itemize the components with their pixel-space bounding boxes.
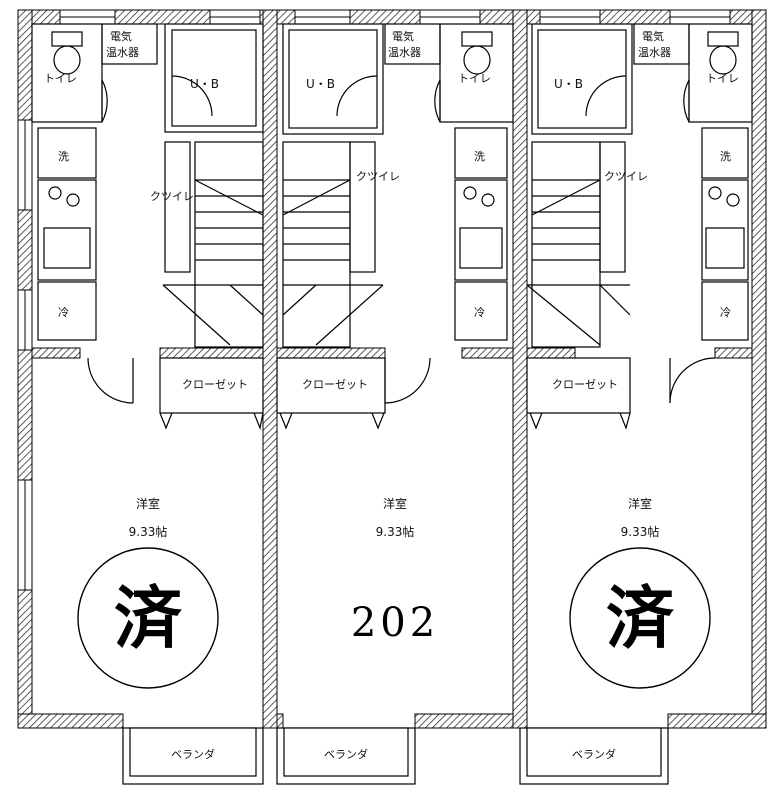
room-name: 洋室	[383, 496, 407, 511]
shoe-closet-label: クツイレ	[356, 170, 400, 183]
unit-2	[276, 23, 514, 430]
heater-label-1: 電気	[392, 29, 414, 43]
stamp-unit-1: 済	[77, 547, 219, 689]
toilet-icon	[51, 31, 83, 75]
toilet-icon	[461, 31, 493, 75]
toilet-label: トイレ	[44, 72, 77, 85]
toilet-label: トイレ	[706, 72, 739, 85]
staircase	[162, 141, 264, 348]
shoe-closet-label: クツイレ	[150, 190, 194, 203]
room-size: 9.33帖	[376, 524, 415, 539]
unit-3	[526, 23, 753, 430]
unit-number: 202	[351, 600, 439, 646]
fridge-label: 冷	[58, 306, 69, 319]
heater-label-2: 温水器	[388, 46, 421, 59]
verandas	[122, 727, 669, 785]
wash-label: 洗	[474, 150, 485, 163]
room-size: 9.33帖	[129, 524, 168, 539]
heater-label-2: 温水器	[638, 46, 671, 59]
room-name: 洋室	[136, 496, 160, 511]
wash-label: 洗	[58, 150, 69, 163]
staircase	[526, 141, 631, 348]
wash-label: 洗	[720, 150, 731, 163]
veranda-label: ベランダ	[572, 747, 616, 761]
stamp-unit-3: 済	[569, 547, 711, 689]
bath-label: U・B	[554, 77, 583, 91]
room-size: 9.33帖	[621, 524, 660, 539]
veranda-label: ベランダ	[171, 747, 215, 761]
room-name: 洋室	[628, 496, 652, 511]
closet-label: クローゼット	[182, 378, 248, 391]
stamp-text: 済	[606, 580, 675, 659]
staircase	[282, 141, 384, 348]
veranda-label: ベランダ	[324, 747, 368, 761]
fridge-label: 冷	[720, 306, 731, 319]
closet-label: クローゼット	[552, 378, 618, 391]
heater-label-2: 温水器	[106, 46, 139, 59]
bath-label: U・B	[190, 77, 219, 91]
stamp-text: 済	[114, 580, 183, 659]
closet-label: クローゼット	[302, 378, 368, 391]
unit-1	[31, 23, 264, 431]
toilet-label: トイレ	[458, 72, 491, 85]
shoe-closet-label: クツイレ	[604, 170, 648, 183]
windows	[17, 9, 731, 591]
heater-label-1: 電気	[110, 29, 132, 43]
heater-label-1: 電気	[642, 29, 664, 43]
bath-label: U・B	[306, 77, 335, 91]
fridge-label: 冷	[474, 306, 485, 319]
toilet-icon	[707, 31, 739, 75]
